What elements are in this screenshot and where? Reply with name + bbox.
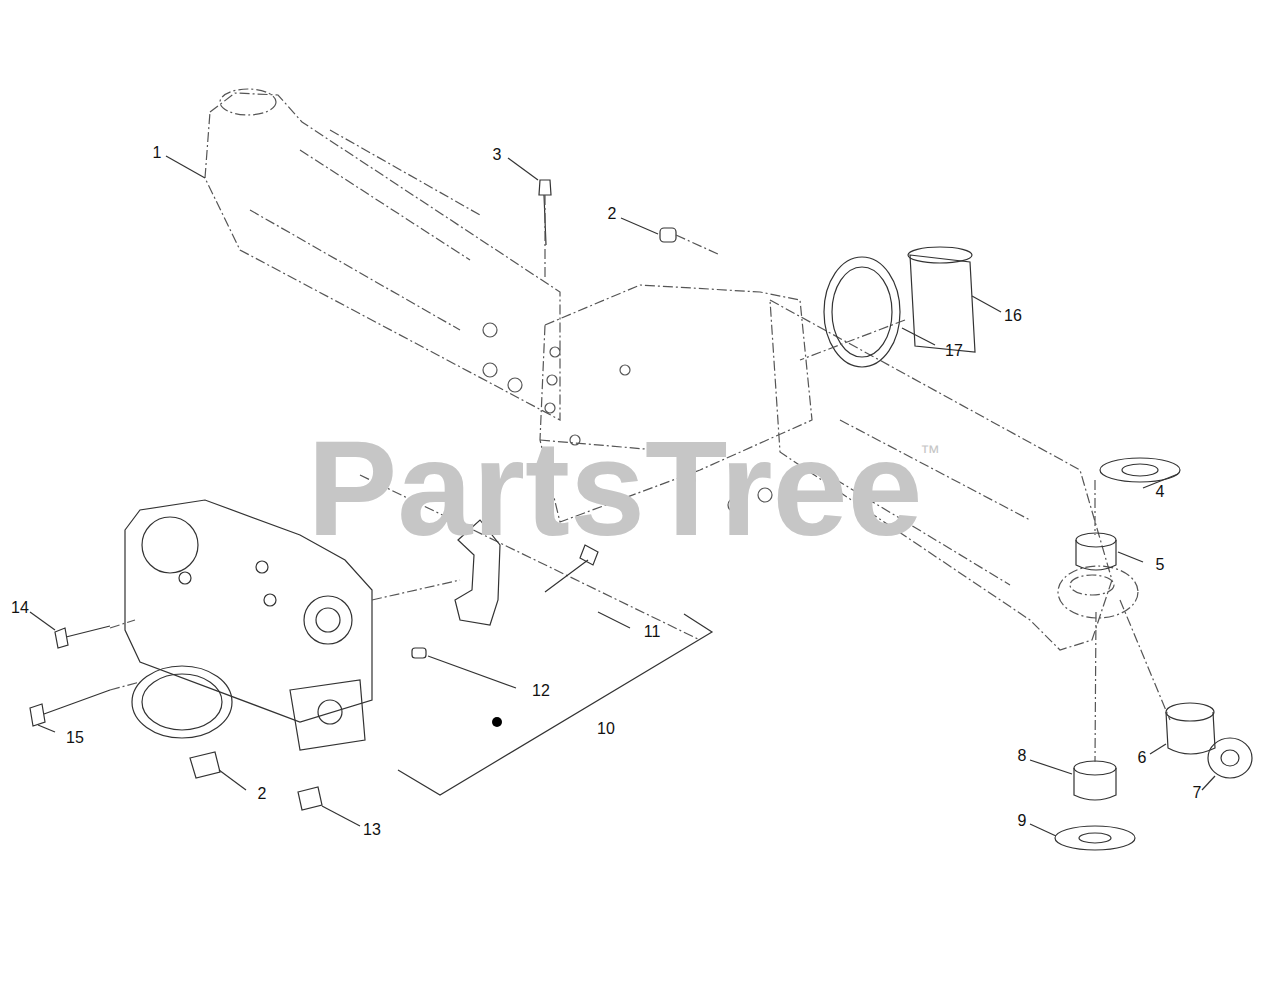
callout-number: 6 [1138,750,1147,766]
callout-number: 10 [597,721,615,737]
dot-marker [492,717,502,727]
callout-number: 17 [945,343,963,359]
callout-number: 8 [1018,748,1027,764]
callout-number: 9 [1018,813,1027,829]
callout-number: 11 [644,624,661,640]
callout-number: 3 [493,147,502,163]
watermark: PartsTree [307,421,922,556]
callout-number: 16 [1004,308,1022,324]
callout-number: 12 [532,683,550,699]
callout-number: 2 [608,206,617,222]
callout-number: 1 [153,145,162,161]
callout-number: 7 [1193,785,1202,801]
leader-lines [30,156,1215,836]
axle-housing [205,89,1138,650]
trademark: ™ [920,442,940,462]
group-bracket [398,614,712,795]
callout-number: 2 [258,786,267,802]
callout-number: 15 [66,730,84,746]
callout-number: 14 [11,600,29,616]
callout-number: 13 [363,822,381,838]
assembly-lines [110,195,1170,762]
callout-number: 4 [1156,484,1165,500]
callout-number: 5 [1156,557,1165,573]
